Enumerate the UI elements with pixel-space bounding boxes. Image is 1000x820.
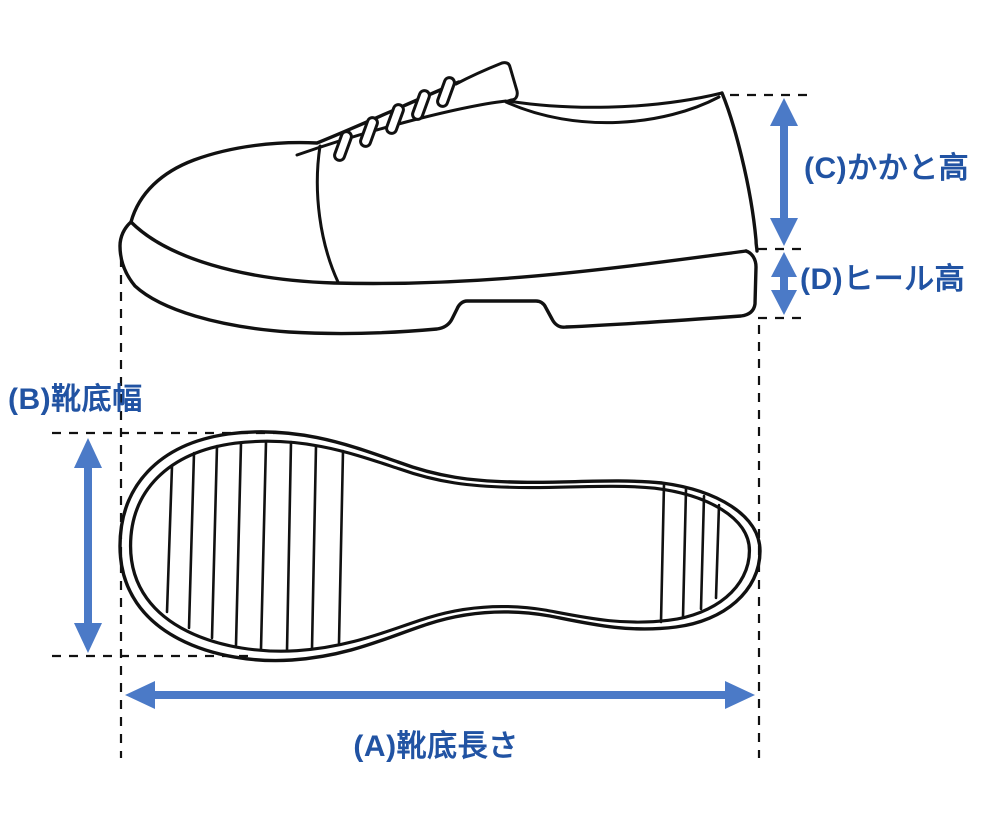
arrow-up-icon — [771, 252, 797, 277]
measurement-label-d: (D)ヒール高 — [800, 263, 966, 296]
shoe-laces — [333, 76, 456, 162]
tread-line — [699, 494, 706, 611]
tread-line — [337, 449, 345, 645]
shoe-collar-outer-line — [506, 91, 724, 109]
arrow-up-icon — [770, 98, 798, 126]
guide-lines — [52, 93, 807, 758]
sole-toe-treads — [165, 440, 345, 653]
tread-line — [681, 487, 688, 619]
shoe-collar-inner-line — [504, 95, 721, 125]
shoe-lace-edge-line — [295, 99, 508, 157]
tread-line — [165, 464, 174, 614]
lace-stitch — [359, 116, 379, 148]
shoe-sole-view — [118, 430, 762, 663]
lace-stitch — [411, 89, 431, 121]
tread-line — [210, 444, 219, 640]
arrow-down-icon — [771, 290, 797, 315]
measure-arrow-c — [770, 98, 798, 246]
shoe-upper-outline — [129, 80, 461, 224]
tread-line — [187, 451, 196, 630]
tread-line — [310, 444, 318, 651]
measure-arrow-d — [771, 252, 797, 315]
sole-heel-treads — [659, 482, 721, 624]
sole-side-outline — [118, 220, 758, 336]
measurement-label-b: (B)靴底幅 — [8, 383, 143, 416]
tread-line — [234, 441, 243, 647]
tread-line — [285, 440, 293, 653]
arrow-down-icon — [74, 623, 102, 653]
shoe-toe-cap-seam — [315, 144, 340, 284]
sole-top-line — [129, 220, 748, 286]
lace-stitch — [333, 130, 353, 162]
arrow-left-icon — [125, 681, 155, 709]
lace-stitch — [385, 103, 405, 135]
shoe-heel-back-line — [720, 91, 759, 253]
shoe-side-view — [118, 61, 759, 336]
tread-line — [714, 503, 721, 600]
measurement-label-c: (C)かかと高 — [804, 152, 970, 185]
measure-arrow-b — [74, 438, 102, 653]
lace-stitch — [436, 76, 456, 108]
arrow-right-icon — [725, 681, 755, 709]
measure-arrow-a — [125, 681, 755, 709]
tread-line — [659, 482, 666, 624]
measurement-label-a: (A)靴底長さ — [353, 730, 519, 763]
arrow-up-icon — [74, 438, 102, 468]
tread-line — [259, 440, 268, 651]
shoe-tongue — [454, 61, 519, 103]
arrow-down-icon — [770, 218, 798, 246]
